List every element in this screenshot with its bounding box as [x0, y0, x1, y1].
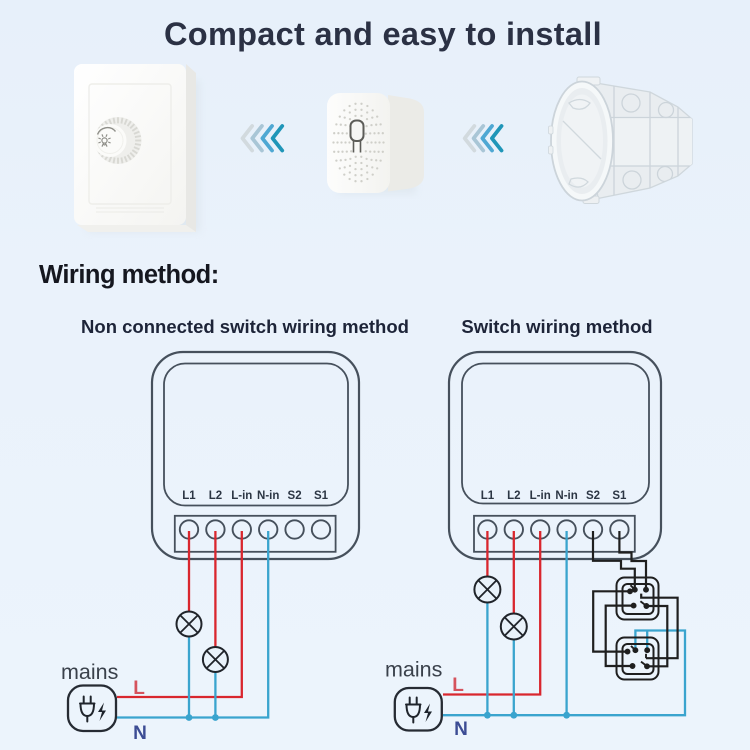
- svg-text:Switch wiring method: Switch wiring method: [461, 316, 652, 337]
- svg-text:L2: L2: [507, 490, 520, 502]
- svg-text:L1: L1: [182, 490, 196, 502]
- svg-text:mains: mains: [61, 660, 118, 684]
- svg-text:S2: S2: [288, 490, 302, 502]
- svg-text:S1: S1: [314, 490, 329, 502]
- svg-text:L: L: [133, 678, 145, 699]
- svg-text:Non connected switch wiring me: Non connected switch wiring method: [81, 316, 409, 337]
- svg-text:mains: mains: [385, 658, 442, 682]
- svg-text:L1: L1: [481, 490, 495, 502]
- svg-text:N-in: N-in: [257, 490, 279, 502]
- svg-text:L-in: L-in: [231, 490, 252, 502]
- svg-text:S2: S2: [586, 490, 600, 502]
- svg-text:N: N: [133, 723, 147, 744]
- svg-text:L2: L2: [209, 490, 222, 502]
- svg-text:L-in: L-in: [530, 490, 551, 502]
- svg-text:L: L: [452, 675, 464, 696]
- svg-text:N: N: [454, 719, 468, 740]
- svg-text:Wiring method:: Wiring method:: [39, 261, 219, 289]
- svg-text:Compact and easy to install: Compact and easy to install: [164, 16, 602, 52]
- svg-text:S1: S1: [612, 490, 627, 502]
- svg-text:N-in: N-in: [555, 490, 577, 502]
